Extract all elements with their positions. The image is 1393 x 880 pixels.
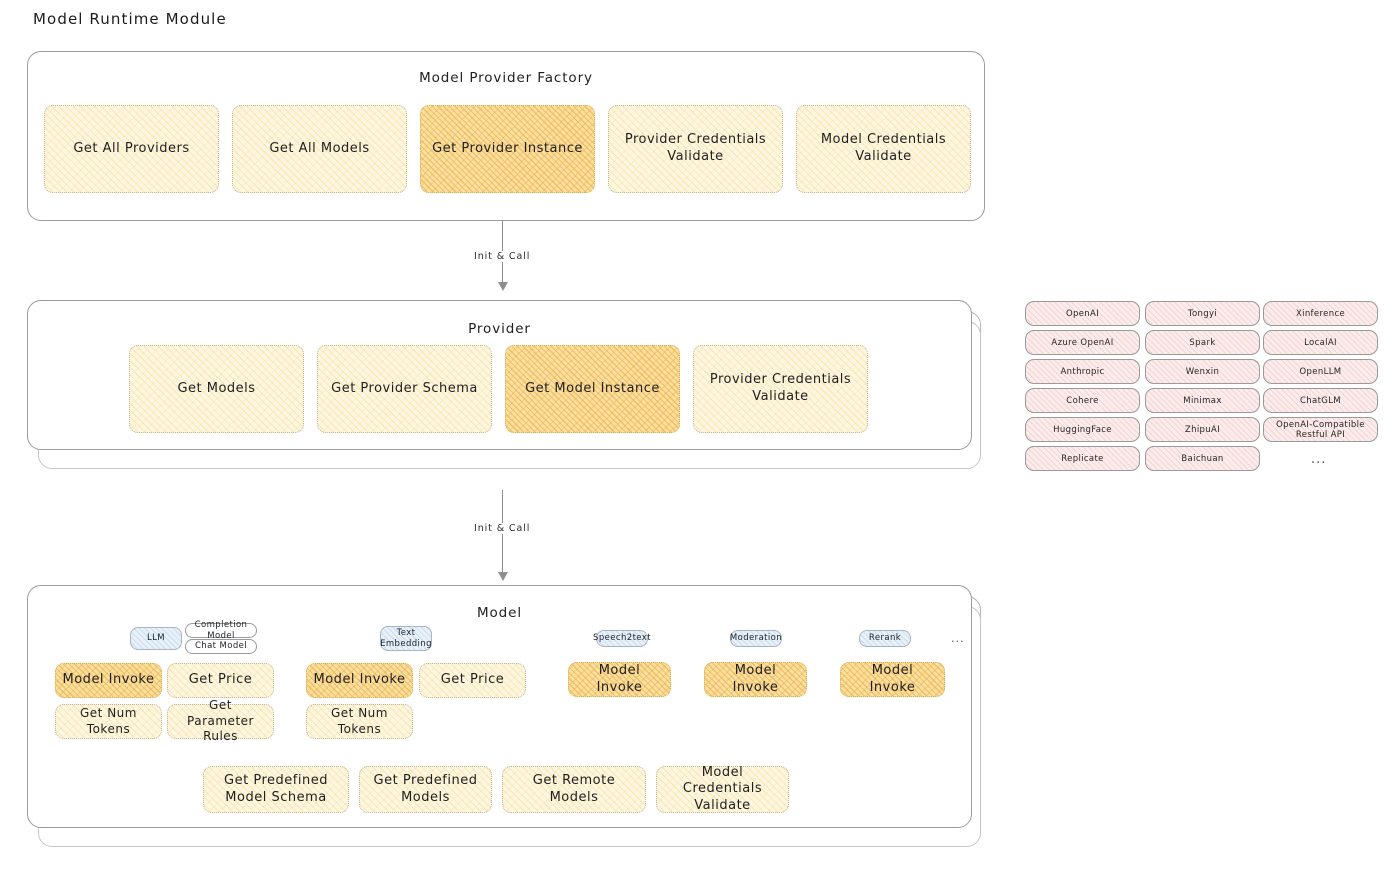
provider-pill-xinference[interactable]: Xinference [1263, 301, 1378, 326]
provider-pill-spark[interactable]: Spark [1145, 330, 1260, 355]
provider-title: Provider [468, 321, 531, 337]
arrow-provider-to-model-head [498, 572, 508, 581]
node-get-provider-schema[interactable]: Get Provider Schema [317, 345, 492, 433]
node-model-credentials-validate-factory[interactable]: Model Credentials Validate [796, 105, 971, 193]
provider-pill-azure-openai[interactable]: Azure OpenAI [1025, 330, 1140, 355]
node-provider-credentials-validate[interactable]: Provider Credentials Validate [693, 345, 868, 433]
model-type-llm[interactable]: LLM [130, 627, 182, 650]
node-get-provider-instance[interactable]: Get Provider Instance [420, 105, 595, 193]
model-type-speech2text[interactable]: Speech2text [593, 630, 651, 647]
provider-pill-openllm[interactable]: OpenLLM [1263, 359, 1378, 384]
provider-list-more: ... [1311, 452, 1327, 467]
node-speech2text-model-invoke[interactable]: Model Invoke [568, 662, 671, 697]
provider-pill-openai-compatible-restful-api[interactable]: OpenAI-Compatible Restful API [1263, 417, 1378, 442]
provider-pill-wenxin[interactable]: Wenxin [1145, 359, 1260, 384]
arrow-provider-to-model-label: Init & Call [470, 523, 535, 534]
provider-pill-zhipuai[interactable]: ZhipuAI [1145, 417, 1260, 442]
provider-pill-tongyi[interactable]: Tongyi [1145, 301, 1260, 326]
node-provider-credentials-validate-factory[interactable]: Provider Credentials Validate [608, 105, 783, 193]
node-get-all-providers[interactable]: Get All Providers [44, 105, 219, 193]
model-subtype-completion-model[interactable]: Completion Model [185, 620, 257, 641]
node-model-credentials-validate-model[interactable]: Model Credentials Validate [656, 765, 789, 813]
model-types-more: ... [951, 632, 965, 645]
node-get-all-models[interactable]: Get All Models [232, 105, 407, 193]
provider-pill-minimax[interactable]: Minimax [1145, 388, 1260, 413]
provider-pill-baichuan[interactable]: Baichuan [1145, 446, 1260, 471]
node-text-embedding-get-price[interactable]: Get Price [419, 663, 526, 698]
provider-pill-chatglm[interactable]: ChatGLM [1263, 388, 1378, 413]
node-get-remote-models[interactable]: Get Remote Models [502, 766, 646, 813]
node-get-predefined-model-schema[interactable]: Get Predefined Model Schema [203, 766, 349, 813]
node-get-models[interactable]: Get Models [129, 345, 304, 433]
model-type-text-embedding[interactable]: Text Embedding [380, 626, 432, 651]
provider-pill-openai[interactable]: OpenAI [1025, 301, 1140, 326]
node-get-predefined-models[interactable]: Get Predefined Models [359, 766, 492, 813]
node-llm-get-price[interactable]: Get Price [167, 663, 274, 698]
model-subtype-chat-model[interactable]: Chat Model [185, 639, 257, 654]
factory-title: Model Provider Factory [419, 70, 593, 86]
model-type-moderation[interactable]: Moderation [730, 630, 782, 647]
node-moderation-model-invoke[interactable]: Model Invoke [704, 662, 807, 697]
node-llm-get-parameter-rules[interactable]: Get Parameter Rules [167, 698, 274, 743]
node-rerank-model-invoke[interactable]: Model Invoke [840, 662, 945, 697]
provider-pill-huggingface[interactable]: HuggingFace [1025, 417, 1140, 442]
page-title: Model Runtime Module [33, 10, 227, 28]
model-title: Model [476, 605, 523, 621]
provider-pill-localai[interactable]: LocalAI [1263, 330, 1378, 355]
model-type-rerank[interactable]: Rerank [859, 630, 911, 647]
node-get-model-instance[interactable]: Get Model Instance [505, 345, 680, 433]
node-text-embedding-model-invoke[interactable]: Model Invoke [306, 663, 413, 698]
node-llm-model-invoke[interactable]: Model Invoke [55, 663, 162, 698]
provider-pill-cohere[interactable]: Cohere [1025, 388, 1140, 413]
arrow-factory-to-provider-label: Init & Call [470, 251, 535, 262]
node-text-embedding-get-num-tokens[interactable]: Get Num Tokens [306, 704, 413, 739]
provider-pill-replicate[interactable]: Replicate [1025, 446, 1140, 471]
provider-pill-anthropic[interactable]: Anthropic [1025, 359, 1140, 384]
arrow-factory-to-provider-head [498, 282, 508, 291]
node-llm-get-num-tokens[interactable]: Get Num Tokens [55, 704, 162, 739]
